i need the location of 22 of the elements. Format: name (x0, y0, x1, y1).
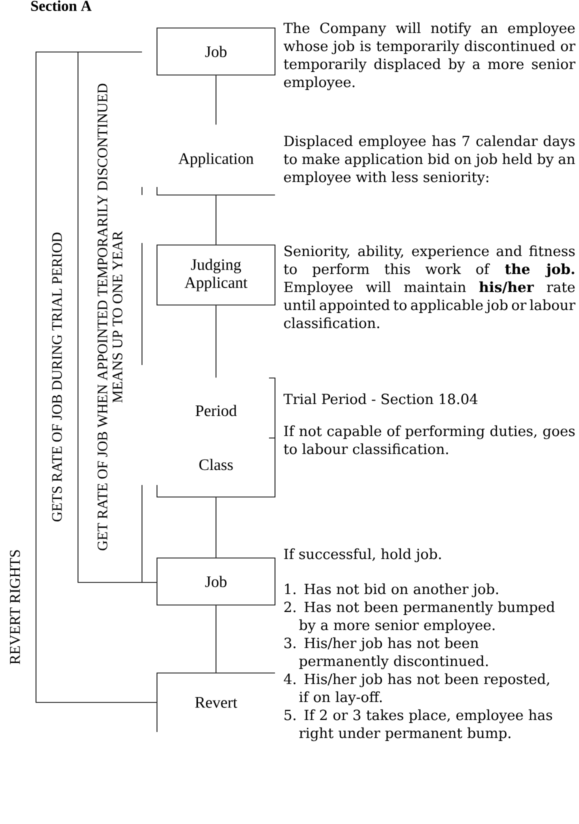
note-text: The Company will notify an employee whose job is temporarily discontinued or temporarily displaced by a more senior employee. (284, 22, 576, 90)
note-text: Displaced employee has 7 calendar days to make application bid on job held by an employee with less seniority: (284, 135, 575, 186)
section-heading: Section A (31, 0, 92, 11)
bracket-step: Period Class (156, 378, 276, 498)
list-item: 4. His/her job has not been reposted, if on lay-off. (284, 673, 550, 706)
connector-line (77, 582, 157, 583)
process-box: Job (156, 28, 276, 76)
list-item: 1. Has not bid on another job. (285, 583, 498, 598)
process-box: Judging Applicant (156, 244, 276, 306)
list-item: 2. Has not been permanently bumped by a more senior employee. (284, 601, 555, 634)
process-box: Job (156, 558, 276, 606)
list-item: 5. If 2 or 3 takes place, employee has right under permanent bump. (284, 709, 552, 742)
note-text: Trial Period - Section 18.04 (284, 393, 478, 404)
bracket-step: Revert (156, 672, 276, 732)
list-item: 3. His/her job has not been permanently discontinued. (284, 637, 488, 670)
bracket-step: Application (156, 152, 276, 196)
vertical-label: REVERT RIGHTS (10, 550, 20, 664)
note-text: If successful, hold job. (284, 548, 441, 562)
connector-line (35, 702, 157, 703)
note-text: If not capable of performing duties, goes to labour classification. (284, 425, 575, 454)
note-text: Seniority, ability, experience and fitness to perform this work of the job. Employee will maintain his/her rate until appointed to applicable job or labour classification. (284, 245, 576, 328)
vertical-band: GET RATE OF JOB WHEN APPOINTED TEMPORARILY DISCONTINUED MEANS UP TO ONE YEAR (78, 52, 142, 582)
